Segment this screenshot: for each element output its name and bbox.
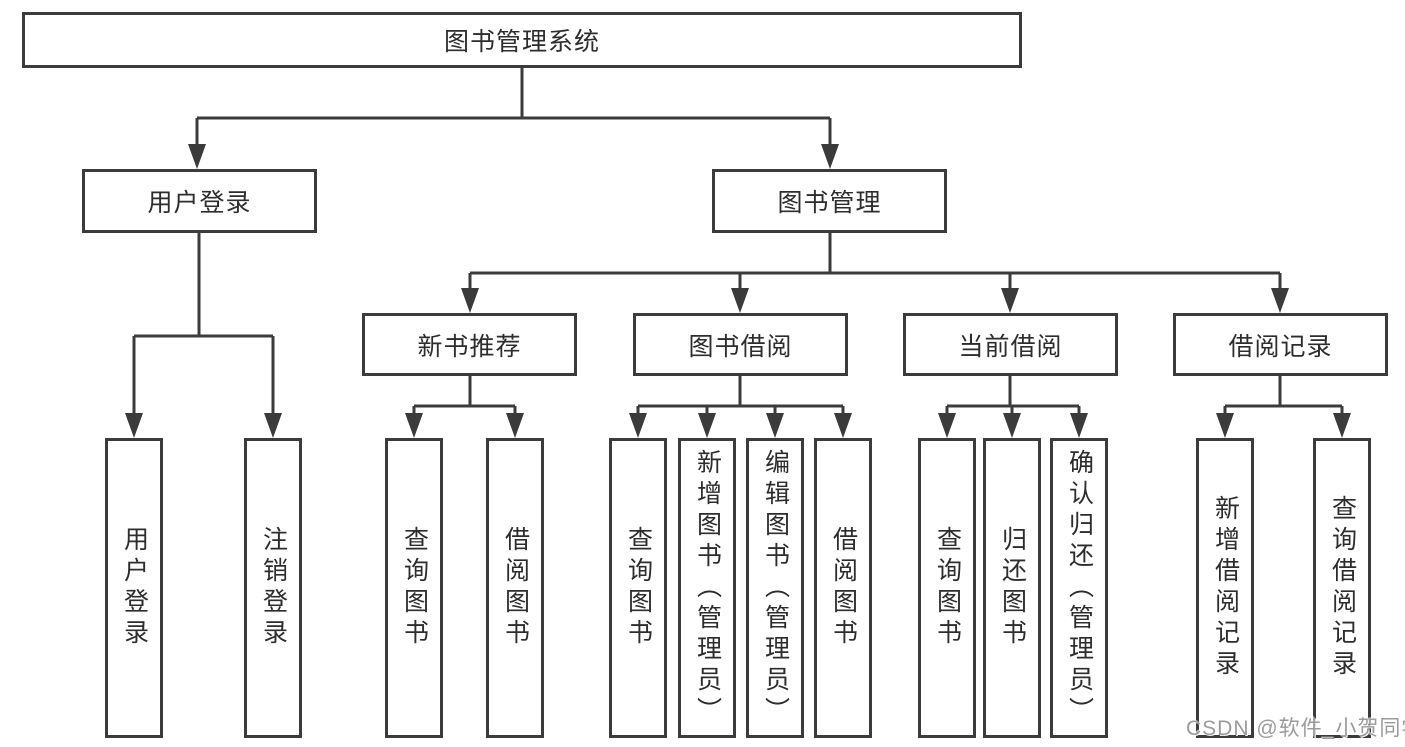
leaf-current-confirm-return-admin: 确认归还（管理员） — [1050, 438, 1108, 738]
leaf-records-query-record: 查询借阅记录 — [1313, 438, 1371, 738]
csdn-watermark: CSDN @软件_小贺同学 — [1186, 717, 1405, 740]
leaf-borrow-borrow-book: 借阅图书 — [814, 438, 872, 738]
node-new-book-recommend: 新书推荐 — [362, 313, 577, 376]
arrowheads — [125, 144, 1351, 438]
node-borrow-records: 借阅记录 — [1173, 313, 1388, 376]
connector-path — [132, 68, 1344, 415]
node-user-login: 用户登录 — [82, 169, 317, 233]
node-current-borrow: 当前借阅 — [903, 313, 1118, 376]
node-system-root: 图书管理系统 — [22, 12, 1022, 68]
node-book-borrow: 图书借阅 — [633, 313, 848, 376]
node-book-management: 图书管理 — [712, 169, 947, 233]
leaf-current-query-book: 查询图书 — [918, 438, 976, 738]
leaf-current-return-book: 归还图书 — [983, 438, 1041, 738]
leaf-borrow-edit-book-admin: 编辑图书（管理员） — [746, 438, 804, 738]
leaf-borrow-add-book-admin: 新增图书（管理员） — [678, 438, 736, 738]
leaf-newbook-borrow-book: 借阅图书 — [486, 438, 544, 738]
leaf-user-login: 用户登录 — [105, 438, 163, 738]
leaf-newbook-query-book: 查询图书 — [385, 438, 443, 738]
leaf-borrow-query-book: 查询图书 — [609, 438, 667, 738]
leaf-logout: 注销登录 — [244, 438, 302, 738]
leaf-records-add-record: 新增借阅记录 — [1196, 438, 1254, 738]
